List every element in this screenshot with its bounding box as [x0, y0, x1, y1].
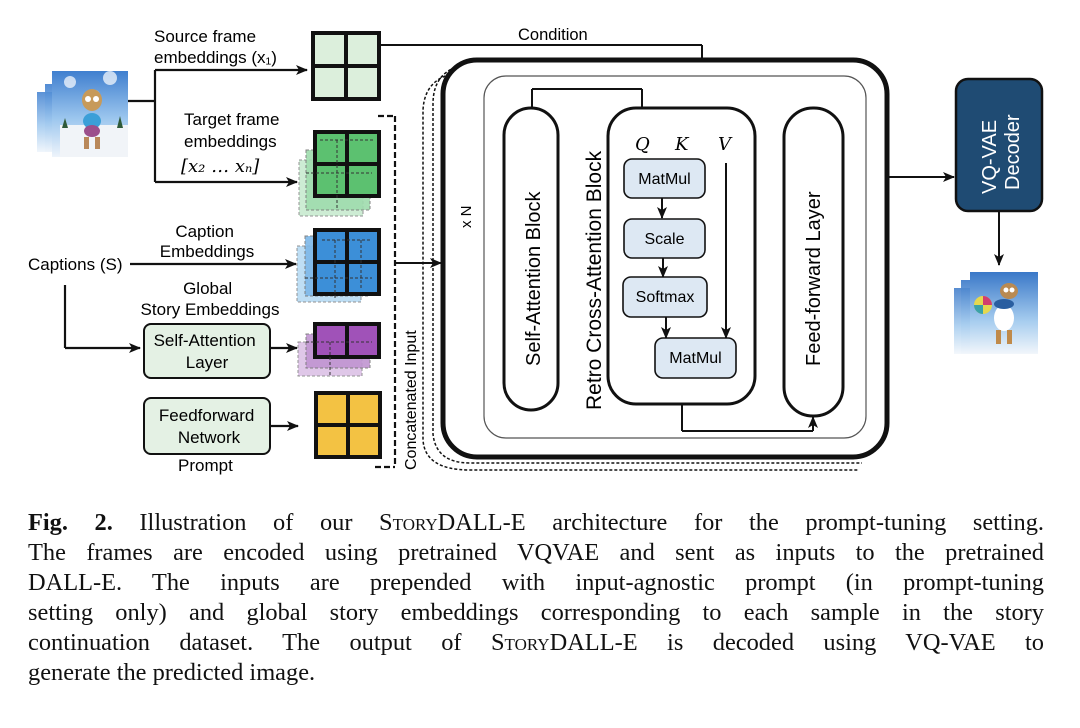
feedforward-layer-block: Feed-forward Layer — [782, 106, 845, 418]
target-frame-embedding-grid — [298, 130, 381, 217]
self-attention-block-label: Self-Attention Block — [523, 190, 545, 366]
source-frame-embedding-grid — [311, 31, 381, 101]
self-attention-block: Self-Attention Block — [502, 106, 560, 412]
figure-caption: Fig. 2. Illustration of our StoryDALL-E … — [28, 508, 1044, 688]
prompt-embedding-grid — [314, 391, 382, 459]
caption-text: Illustration of our — [112, 509, 380, 536]
caption-text: is decoded using VQ-VAE to — [637, 629, 1044, 656]
caption-text: DALL-E. The inputs are prepended with in… — [28, 569, 1044, 596]
caption-line: Fig. 2. Illustration of our StoryDALL-E … — [28, 508, 1044, 538]
matmul-2-label: MatMul — [669, 350, 721, 367]
global-story-embeddings-label: Global Story Embeddings — [141, 279, 280, 319]
output-frames-image — [954, 272, 1038, 354]
vqvae-decoder-label: VQ-VAE Decoder — [979, 114, 1024, 194]
architecture-diagram: Source frame embeddings (x₁) Condition T… — [28, 26, 1044, 475]
concatenated-input-bracket — [375, 114, 397, 469]
caption-text: The frames are encoded using pretrained … — [28, 539, 1044, 566]
caption-text: architecture for the prompt-tuning setti… — [525, 509, 1044, 536]
softmax-label: Softmax — [636, 289, 695, 306]
figure-number-label: Fig. 2. — [28, 509, 113, 536]
captions-input-label: Captions (S) — [28, 255, 122, 274]
matmul-box-2: MatMul — [654, 337, 737, 379]
feedforward-network-label: Feedforward Network — [159, 406, 259, 447]
vqvae-decoder-box: VQ-VAE Decoder — [954, 77, 1044, 213]
scale-label: Scale — [644, 231, 684, 248]
feedforward-layer-label: Feed-forward Layer — [803, 191, 825, 366]
model-name: StoryDALL-E — [379, 509, 526, 536]
caption-text: generate the predicted image. — [28, 659, 316, 686]
self-attention-layer-label: Self-Attention Layer — [154, 331, 261, 372]
input-frames-image — [37, 71, 128, 157]
retro-cross-attention-block-label: Retro Cross-Attention Block — [583, 150, 606, 410]
key-label: K — [674, 134, 690, 155]
cross-attention-to-feedforward-connector — [681, 404, 818, 432]
caption-line: The frames are encoded using pretrained … — [28, 538, 1044, 568]
caption-line: continuation dataset. The output of Stor… — [28, 628, 1044, 658]
repeat-count-label: x N — [458, 206, 475, 229]
caption-text: continuation dataset. The output of — [28, 629, 491, 656]
caption-line: DALL-E. The inputs are prepended with in… — [28, 568, 1044, 598]
softmax-box: Softmax — [622, 276, 708, 318]
query-label: Q — [635, 134, 650, 155]
input-branch-connector — [128, 65, 308, 187]
global-story-embedding-grid — [297, 322, 381, 377]
caption-line: generate the predicted image. — [28, 658, 1044, 688]
matmul-box-1: MatMul — [623, 158, 706, 199]
captions-connector — [63, 259, 297, 353]
target-frame-label: Target frame embeddings [x₂ … xₙ] — [181, 110, 284, 177]
caption-embedding-grid — [296, 228, 381, 303]
concatenated-input-label: Concatenated Input — [403, 330, 420, 470]
source-frame-label: Source frame embeddings (x₁) — [154, 27, 277, 67]
caption-line: setting only) and global story embedding… — [28, 598, 1044, 628]
feedforward-network-box: Feedforward Network — [143, 397, 271, 455]
condition-label: Condition — [518, 26, 588, 44]
prompt-label: Prompt — [178, 456, 233, 475]
matmul-1-label: MatMul — [638, 171, 690, 188]
scale-box: Scale — [623, 218, 706, 259]
value-label: V — [718, 134, 733, 155]
caption-embeddings-label: Caption Embeddings — [160, 222, 255, 261]
self-attention-layer-box: Self-Attention Layer — [143, 323, 271, 379]
model-name: StoryDALL-E — [490, 629, 638, 656]
caption-text: setting only) and global story embedding… — [28, 599, 1044, 626]
